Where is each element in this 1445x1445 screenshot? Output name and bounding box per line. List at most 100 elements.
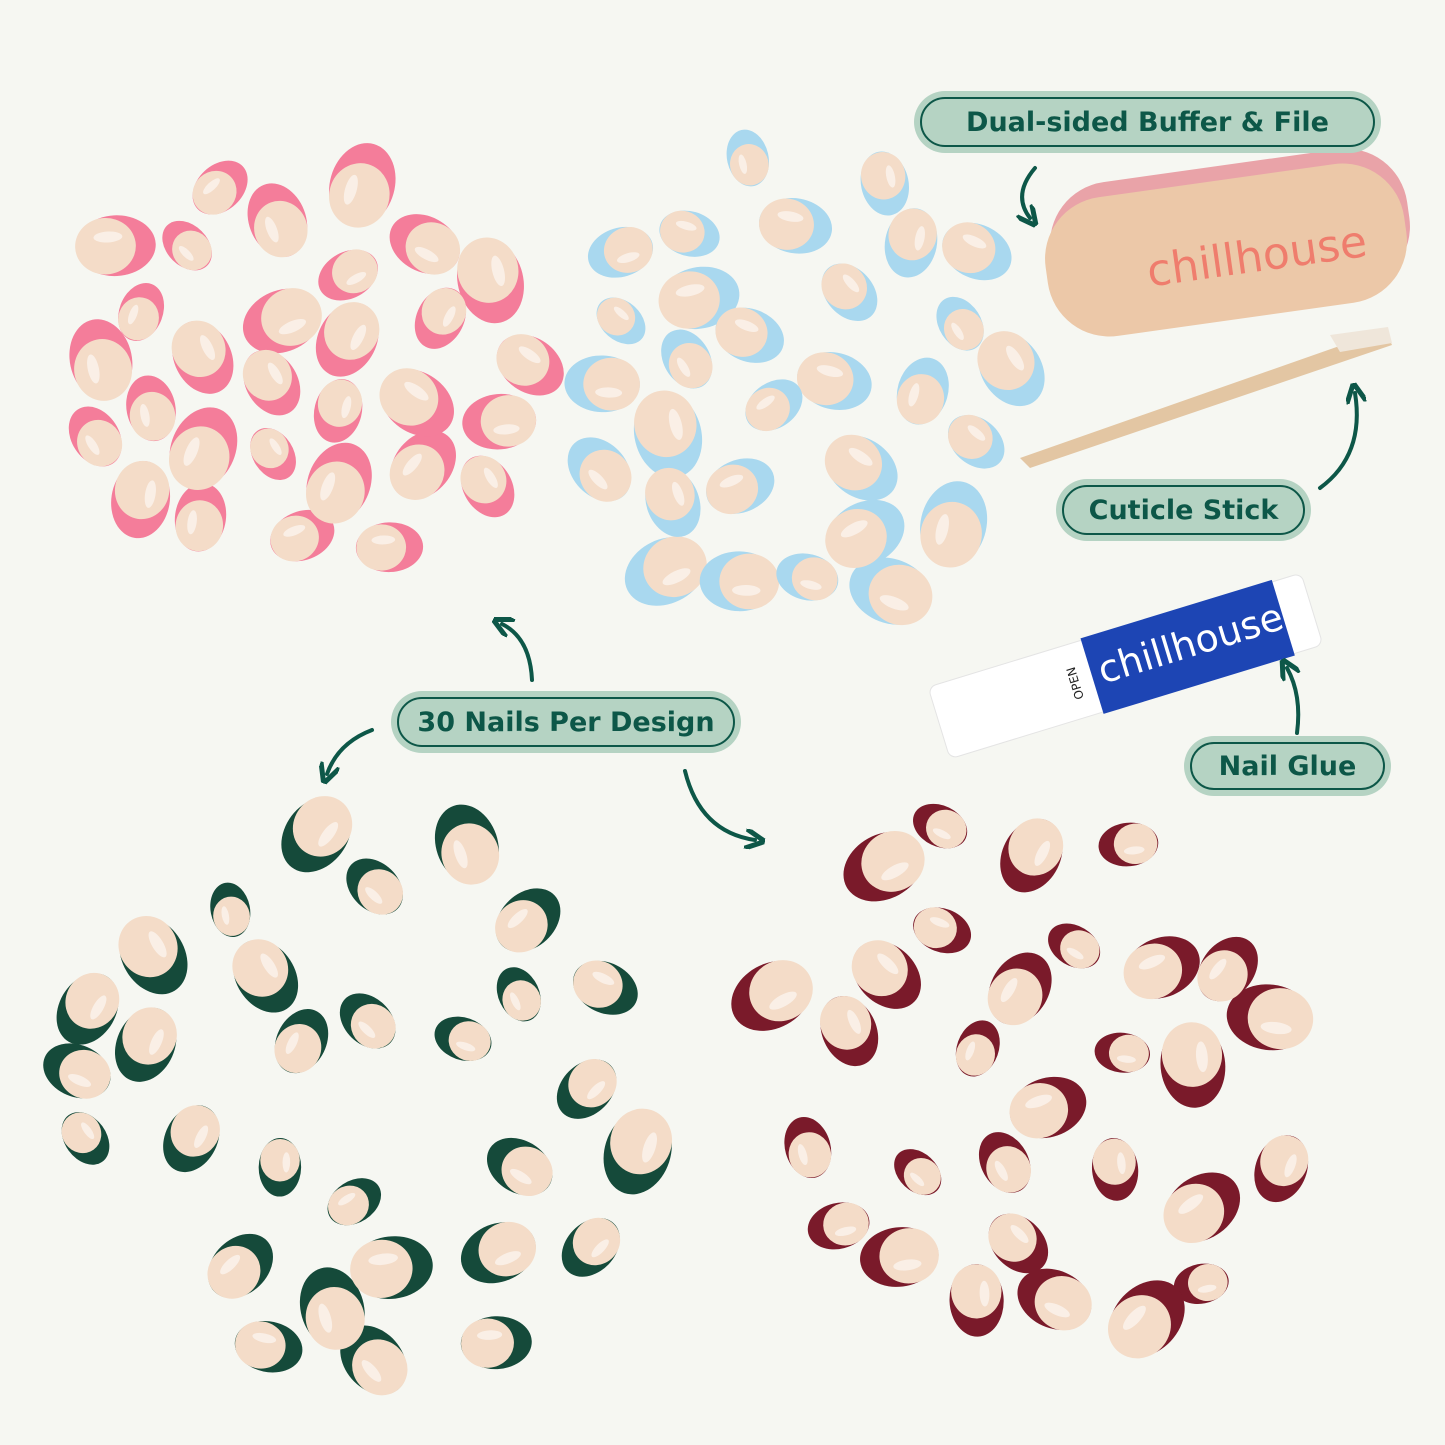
nail	[1000, 818, 1064, 893]
nail	[281, 796, 353, 873]
nail	[936, 296, 984, 351]
nail	[242, 349, 301, 416]
nail	[1123, 936, 1200, 1000]
nail-cluster-blue-french	[564, 129, 1045, 626]
nail	[988, 1213, 1049, 1274]
nail	[661, 329, 713, 389]
arrow-to-green-nails	[327, 728, 374, 774]
nail	[573, 960, 638, 1015]
nail	[68, 406, 123, 467]
nail	[884, 208, 938, 278]
nail	[162, 220, 212, 271]
nail	[61, 1112, 110, 1165]
nail	[949, 1264, 1004, 1337]
nail	[658, 266, 740, 330]
nail	[860, 151, 910, 216]
nail	[633, 390, 703, 478]
nail	[1163, 1172, 1241, 1244]
nail	[731, 960, 813, 1031]
nail	[587, 226, 654, 278]
nail	[434, 1016, 492, 1061]
nail	[414, 287, 467, 349]
nail	[596, 297, 646, 345]
nail	[978, 1132, 1031, 1193]
nail	[168, 407, 238, 490]
nail	[913, 907, 972, 954]
nail	[1254, 1135, 1309, 1203]
nail	[645, 467, 701, 537]
nail	[758, 197, 833, 254]
nail	[1160, 1022, 1226, 1108]
nail	[350, 1236, 433, 1300]
nail	[821, 263, 878, 322]
nail	[1091, 1138, 1139, 1201]
nail	[564, 355, 640, 413]
nail	[379, 368, 454, 437]
label-nail-glue: Nail Glue	[1184, 736, 1391, 796]
nail	[849, 557, 933, 626]
nail	[496, 334, 564, 396]
nail	[339, 993, 396, 1049]
nail	[955, 1020, 1000, 1077]
nail	[232, 939, 299, 1013]
nail	[894, 1149, 942, 1196]
nail	[274, 1009, 329, 1074]
nail	[796, 352, 872, 410]
nail	[556, 1059, 617, 1119]
nail	[457, 237, 524, 324]
nail-cluster-green-chrome-french	[43, 796, 673, 1396]
nail	[987, 952, 1052, 1026]
nail	[460, 1316, 532, 1370]
nail	[207, 1233, 273, 1299]
nail	[111, 460, 171, 539]
nail	[1226, 984, 1314, 1051]
nail	[174, 483, 227, 552]
nail	[242, 288, 322, 354]
nail	[75, 215, 156, 277]
nail	[329, 143, 396, 228]
nail	[851, 940, 921, 1009]
arrow-to-cuticle-stick	[1318, 393, 1357, 490]
nail	[171, 320, 234, 394]
nail	[699, 551, 780, 612]
nail	[258, 1138, 302, 1197]
nail	[247, 183, 308, 258]
nail	[1009, 1076, 1087, 1139]
label-nails-per-design: 30 Nails Per Design	[391, 691, 741, 753]
arrow-to-buffer	[1022, 166, 1035, 218]
nail	[824, 434, 898, 501]
nail	[346, 858, 404, 915]
cuticle-stick-image	[1020, 327, 1392, 468]
nail	[318, 249, 378, 301]
nail	[462, 393, 537, 450]
arrow-to-burgundy-nails	[683, 769, 755, 840]
nail	[947, 414, 1005, 469]
nail	[327, 1178, 382, 1226]
nail	[896, 357, 949, 425]
nail	[306, 442, 372, 524]
nail	[118, 915, 188, 995]
nail	[114, 1007, 177, 1082]
nail	[1098, 822, 1159, 867]
nail	[192, 160, 248, 215]
nail	[1173, 1263, 1229, 1304]
nail	[1197, 936, 1258, 1002]
nail	[389, 214, 461, 275]
nail	[389, 430, 456, 500]
nail	[495, 888, 561, 953]
nail-glue-image: chillhouse OPEN	[929, 574, 1322, 758]
nail	[942, 222, 1012, 281]
nail	[69, 319, 133, 401]
nail	[1048, 923, 1101, 969]
nail	[977, 331, 1045, 407]
nail	[624, 536, 707, 606]
nail	[807, 1202, 870, 1250]
nail	[913, 803, 968, 849]
nail	[776, 553, 839, 601]
nail	[860, 1227, 939, 1287]
nail	[1017, 1268, 1092, 1331]
nail	[270, 509, 335, 562]
nail	[843, 830, 925, 902]
nail-clusters	[43, 129, 1314, 1396]
